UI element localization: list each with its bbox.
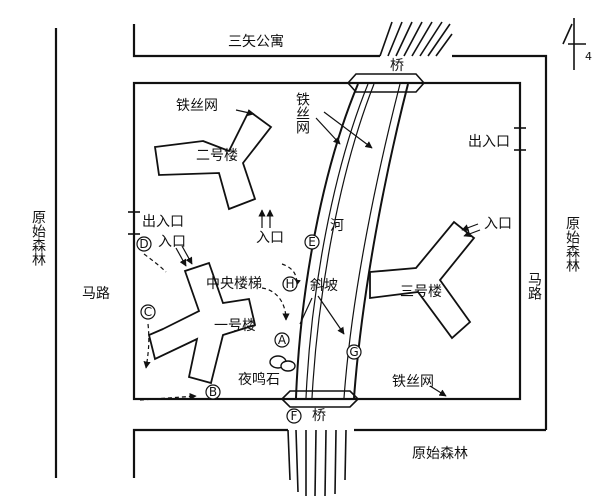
svg-text:G: G: [349, 345, 358, 359]
label-river: 河: [330, 218, 344, 234]
building-2-shape: [153, 109, 273, 211]
label-forest-east: 原始森林: [564, 216, 580, 272]
south-bridge-hatch: [287, 429, 347, 497]
label-fence-nw: 铁丝网: [176, 98, 218, 114]
route-paths: [139, 253, 345, 401]
label-road-east: 马路: [526, 272, 542, 300]
label-building-1: 一号楼: [214, 318, 256, 334]
svg-text:C: C: [144, 305, 152, 319]
marker-b: B: [205, 384, 221, 400]
svg-text:E: E: [308, 235, 316, 249]
building-3-shape: [369, 220, 476, 340]
bridge-brackets: [281, 73, 425, 408]
marker-d: D: [136, 236, 152, 252]
label-night-stone: 夜鸣石: [238, 371, 280, 388]
svg-text:A: A: [278, 333, 287, 347]
label-entrance-b3: 入口: [484, 216, 512, 232]
fence-arrows: [235, 109, 447, 397]
marker-c: C: [140, 304, 156, 320]
label-building-2: 二号楼: [196, 148, 238, 164]
label-forest-south: 原始森林: [412, 446, 468, 462]
label-exit-east: 出入口: [468, 134, 510, 150]
label-road-west: 马路: [82, 286, 110, 302]
label-forest-west: 原始森林: [30, 210, 46, 266]
label-north-mark: 4: [585, 50, 592, 63]
entrance-arrows: [175, 209, 481, 267]
marker-g: G: [346, 344, 362, 360]
marker-f: F: [286, 408, 302, 424]
marker-e: E: [304, 234, 320, 250]
north-bridge-hatch: [379, 21, 453, 57]
label-entrance-b1: 入口: [158, 234, 186, 250]
label-central-stairs: 中央楼梯: [206, 276, 262, 292]
north-arrow-icon: [562, 18, 586, 70]
estate-boundary: [132, 81, 522, 401]
label-slope: 斜坡: [310, 278, 338, 294]
svg-text:F: F: [291, 409, 298, 423]
label-bridge-north: 桥: [390, 58, 404, 74]
label-exit-west: 出入口: [142, 214, 184, 230]
svg-text:D: D: [139, 237, 148, 251]
label-building-3: 三号楼: [400, 284, 442, 300]
night-stone-icon: [269, 355, 296, 372]
label-entrance-b2: 入口: [256, 230, 284, 246]
svg-text:H: H: [285, 277, 294, 291]
label-fence-se: 铁丝网: [392, 374, 434, 390]
building-1-shape: [147, 261, 257, 385]
exit-gate-marks: [128, 127, 526, 235]
marker-a: A: [274, 332, 290, 348]
marker-h: H: [282, 276, 298, 292]
label-bridge-south: 桥: [312, 408, 326, 424]
svg-text:B: B: [209, 385, 217, 399]
label-fence-river-vertical: 铁丝网: [294, 92, 310, 135]
outer-roads: [54, 24, 548, 478]
label-sanshi-apartment: 三矢公寓: [228, 33, 284, 50]
